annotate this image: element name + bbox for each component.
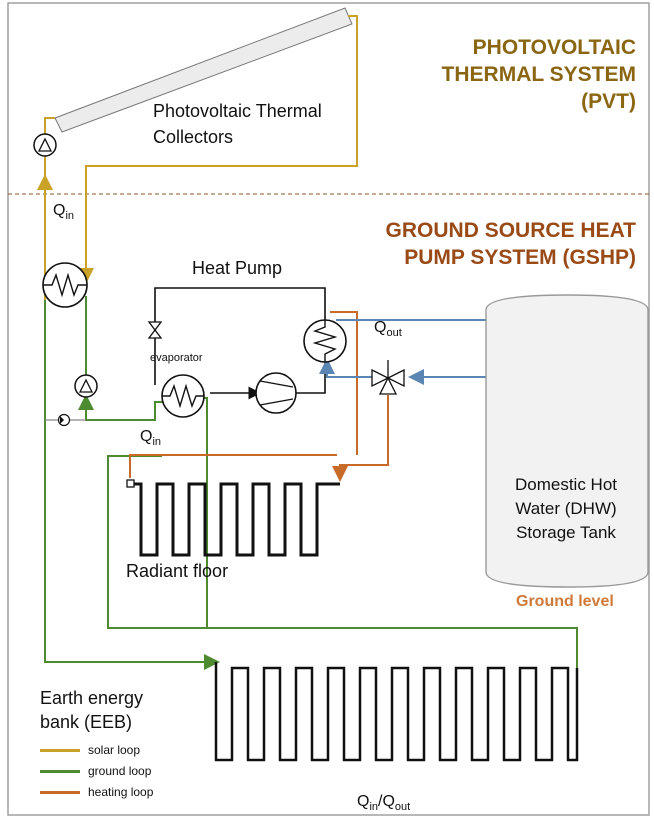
dhw-loop bbox=[319, 312, 513, 385]
eeb-title: Earth energy bank (EEB) bbox=[40, 686, 143, 734]
condenser-heat-exchanger bbox=[303, 319, 347, 363]
dhw-storage-tank bbox=[485, 294, 649, 588]
three-way-valve bbox=[371, 360, 405, 395]
solar-loop bbox=[37, 15, 358, 300]
earth-energy-bank-coil bbox=[214, 662, 579, 762]
q-in-out-label: Qin/Qout bbox=[357, 793, 410, 813]
qio-s1: in bbox=[369, 801, 379, 814]
ground-level-label: Ground level bbox=[516, 593, 614, 610]
q-in-pvt-main: Q bbox=[53, 202, 66, 219]
evaporator-label: evaporator bbox=[150, 352, 203, 364]
radiant-floor-label: Radiant floor bbox=[126, 561, 229, 581]
tank-line2: Water (DHW) bbox=[515, 499, 617, 518]
qio-q1: Q bbox=[357, 793, 370, 810]
legend-label-heating: heating loop bbox=[88, 785, 154, 799]
pvt-heat-exchanger bbox=[42, 262, 88, 308]
pvt-collectors-label: Photovoltaic Thermal Collectors bbox=[153, 98, 322, 150]
heating-loop bbox=[129, 311, 389, 482]
legend-ground-loop: ground loop bbox=[40, 762, 151, 780]
pvt-title-line3: (PVT) bbox=[581, 90, 636, 113]
q-out-label: Qout bbox=[374, 319, 402, 339]
qio-s2: out bbox=[394, 801, 411, 814]
heat-pump-label: Heat Pump bbox=[192, 258, 283, 278]
collectors-line2: Collectors bbox=[153, 127, 234, 147]
tank-line1: Domestic Hot bbox=[514, 475, 618, 494]
pvt-pump bbox=[33, 133, 57, 157]
legend-swatch-solar bbox=[40, 748, 80, 752]
collectors-line1: Photovoltaic Thermal bbox=[153, 101, 322, 121]
q-out-main: Q bbox=[374, 319, 387, 336]
q-in-hp-sub: in bbox=[152, 436, 162, 449]
compressor bbox=[255, 372, 297, 414]
q-in-pvt-label: Qin bbox=[53, 202, 74, 222]
legend-swatch-heating bbox=[40, 790, 80, 794]
q-in-pvt-sub: in bbox=[65, 210, 75, 223]
tank-label: Domestic Hot Water (DHW) Storage Tank bbox=[496, 473, 636, 545]
gshp-title-line1: GROUND SOURCE HEAT bbox=[385, 219, 636, 242]
radiant-floor-coil bbox=[126, 479, 340, 557]
legend-swatch-ground bbox=[40, 769, 80, 773]
ground-loop bbox=[44, 296, 578, 670]
pvt-title-line1: PHOTOVOLTAIC bbox=[472, 36, 636, 59]
q-out-sub: out bbox=[386, 327, 402, 340]
pvt-collector-panel bbox=[54, 7, 353, 133]
pvt-title: PHOTOVOLTAIC THERMAL SYSTEM (PVT) bbox=[442, 34, 636, 115]
legend-solar-loop: solar loop bbox=[40, 741, 140, 759]
q-in-hp-label: Qin bbox=[140, 428, 161, 448]
ground-pump bbox=[74, 374, 98, 398]
evaporator-heat-exchanger bbox=[161, 374, 205, 418]
gshp-title-line2: PUMP SYSTEM (GSHP) bbox=[404, 246, 636, 269]
legend-heating-loop: heating loop bbox=[40, 783, 153, 801]
eeb-title-line1: Earth energy bbox=[40, 688, 144, 708]
pvt-title-line2: THERMAL SYSTEM bbox=[441, 63, 636, 86]
gshp-title: GROUND SOURCE HEAT PUMP SYSTEM (GSHP) bbox=[386, 217, 636, 271]
legend-label-solar: solar loop bbox=[88, 743, 141, 757]
tank-line3: Storage Tank bbox=[516, 523, 616, 542]
q-in-hp-main: Q bbox=[140, 428, 153, 445]
qio-slash: /Q bbox=[378, 793, 395, 810]
outer-frame bbox=[7, 2, 650, 816]
check-valve bbox=[57, 413, 71, 427]
expansion-valve bbox=[147, 321, 163, 339]
legend-label-ground: ground loop bbox=[88, 764, 152, 778]
eeb-title-line2: bank (EEB) bbox=[40, 712, 133, 732]
